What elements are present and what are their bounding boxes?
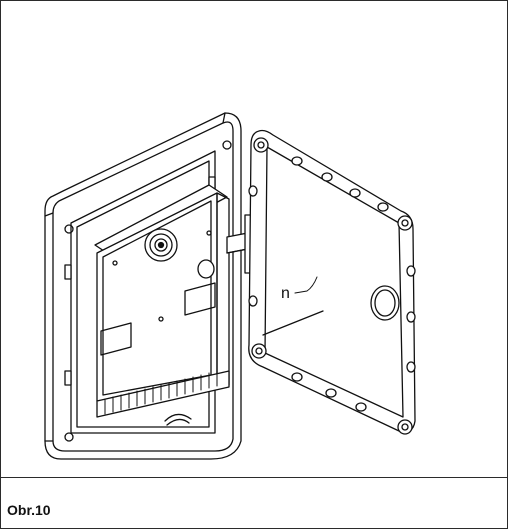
installation-illustration: n [44,112,416,460]
caption-divider [1,477,508,478]
callout-label: n [281,285,290,302]
gasket-cover-plate [248,129,416,435]
figure-caption: Obr.10 [7,502,51,518]
callout-n: n [281,276,318,302]
intercom-module [94,184,230,426]
